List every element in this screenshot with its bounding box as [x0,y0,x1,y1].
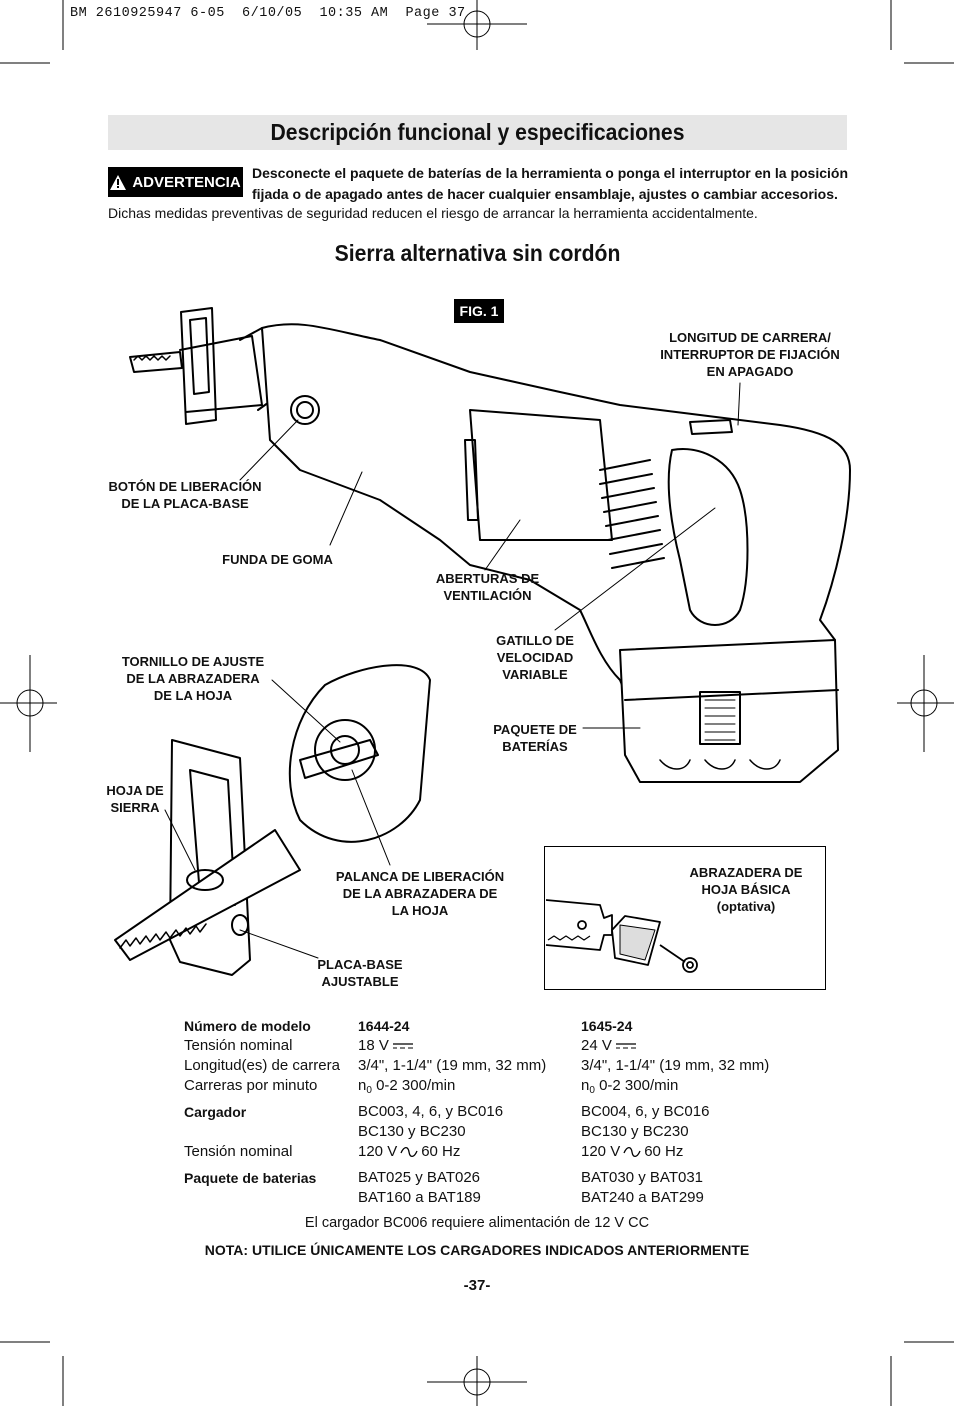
spec-value: BAT240 a BAT299 [581,1189,704,1206]
spec-value: 3/4", 1-1/4" (19 mm, 32 mm) [358,1057,547,1074]
spec-value: 18 V [358,1037,389,1054]
warning-badge-label: ADVERTENCIA [132,173,241,191]
spec-cell: BC003, 4, 6, y BC016 [358,1102,503,1122]
spec-cell: 1644-24 [358,1016,409,1036]
section-subtitle: Sierra alternativa sin cordón [334,240,621,266]
spec-cell: Longitud(es) de carrera [184,1056,340,1076]
spec-cell: Paquete de baterias [184,1168,316,1188]
label-stroke-length-switch: LONGITUD DE CARRERA/ INTERRUPTOR DE FIJA… [660,330,840,379]
label-base-release-button: BOTÓN DE LIBERACIÓN DE LA PLACA-BASE [108,479,262,511]
spec-value: BAT030 y BAT031 [581,1169,704,1186]
warning-normal-text: Dichas medidas preventivas de seguridad … [108,205,758,221]
spec-value: 120 V [358,1143,398,1160]
spec-value: BAT160 a BAT189 [358,1189,481,1206]
spec-value: Tensión nominal [184,1143,293,1160]
spec-cell: 3/4", 1-1/4" (19 mm, 32 mm) [358,1056,546,1076]
spec-cell: n0 0-2 300/min [358,1077,456,1096]
spec-value: BC130 y BC230 [581,1123,689,1140]
nota-chargers: NOTA: UTILICE ÚNICAMENTE LOS CARGADORES … [204,1242,750,1258]
spec-value: BC130 y BC230 [358,1123,466,1140]
warning-bold-text: Desconecte el paquete de baterías de la … [252,165,848,202]
spec-cell: Carreras por minuto [184,1076,317,1096]
ac-symbol-icon [623,1147,641,1158]
spec-value: 0-2 300/min [376,1077,456,1094]
spec-cell: Tensión nominal [184,1142,292,1162]
figure-tag: FIG. 1 [454,299,504,323]
spec-cell: 3/4", 1-1/4" (19 mm, 32 mm) [581,1056,769,1076]
spec-value: Número de modelo [184,1018,311,1034]
print-slug: BM 2610925947 6-05 6/10/05 10:35 AM Page… [70,6,466,21]
spec-cell: 24 V [581,1036,637,1056]
spec-cell: 120 V 60 Hz [581,1142,683,1162]
warning-triangle-icon [110,174,127,190]
label-rubber-boot: FUNDA DE GOMA [222,552,333,567]
label-vents: ABERTURAS DE VENTILACIÓN [435,571,540,603]
label-clamp-screw: TORNILLO DE AJUSTE DE LA ABRAZADERA DE L… [121,654,265,703]
title-bar [108,115,847,150]
spec-cell: BAT240 a BAT299 [581,1188,704,1208]
spec-value: 1645-24 [581,1018,633,1034]
spec-value: 0-2 300/min [599,1077,679,1094]
spec-cell: Tensión nominal [184,1036,292,1056]
spec-value: 3/4", 1-1/4" (19 mm, 32 mm) [581,1057,770,1074]
spec-frequency: 60 Hz [644,1143,684,1160]
spec-cell: BAT025 y BAT026 [358,1168,480,1188]
spec-cell: Número de modelo [184,1016,311,1036]
spec-value: Cargador [184,1104,247,1120]
spec-cell: n0 0-2 300/min [581,1077,679,1096]
label-basic-clamp: ABRAZADERA DE HOJA BÁSICA (optativa) [689,865,803,914]
page-title: Descripción funcional y especificaciones [270,119,685,145]
spec-value: BC004, 6, y BC016 [581,1103,710,1120]
spec-cell: BAT160 a BAT189 [358,1188,481,1208]
spec-cell: BC130 y BC230 [358,1122,466,1142]
spec-cell: 120 V 60 Hz [358,1142,460,1162]
spec-value: Longitud(es) de carrera [184,1057,340,1074]
spec-value: Paquete de baterias [184,1170,317,1186]
spec-frequency: 60 Hz [421,1143,461,1160]
spec-value: Tensión nominal [184,1037,293,1054]
dc-symbol-icon [615,1043,636,1049]
spec-value: Carreras por minuto [184,1077,318,1094]
label-release-lever: PALANCA DE LIBERACIÓN DE LA ABRAZADERA D… [335,869,505,918]
spec-cell: 18 V [358,1036,414,1056]
ac-symbol-icon [400,1147,418,1158]
spec-value: 1644-24 [358,1018,410,1034]
dc-symbol-icon [392,1043,413,1049]
spec-value: BAT025 y BAT026 [358,1169,481,1186]
spec-cell: Cargador [184,1102,246,1122]
label-adjustable-base: PLACA-BASE AJUSTABLE [317,957,403,989]
spec-value: BC003, 4, 6, y BC016 [358,1103,504,1120]
page-number: -37- [463,1277,491,1294]
spec-value: 24 V [581,1037,612,1054]
label-variable-trigger: GATILLO DE VELOCIDAD VARIABLE [496,633,574,682]
spec-cell: BC004, 6, y BC016 [581,1102,709,1122]
spec-cell: BC130 y BC230 [581,1122,689,1142]
spec-value: 120 V [581,1143,621,1160]
basic-clamp-inset [544,846,826,990]
charger-note: El cargador BC006 requiere alimentación … [304,1215,650,1231]
warning-badge: ADVERTENCIA [108,167,243,197]
spec-cell: 1645-24 [581,1016,632,1036]
spec-cell: BAT030 y BAT031 [581,1168,703,1188]
label-battery-pack: PAQUETE DE BATERÍAS [493,722,577,754]
label-saw-blade: HOJA DE SIERRA [106,783,164,815]
